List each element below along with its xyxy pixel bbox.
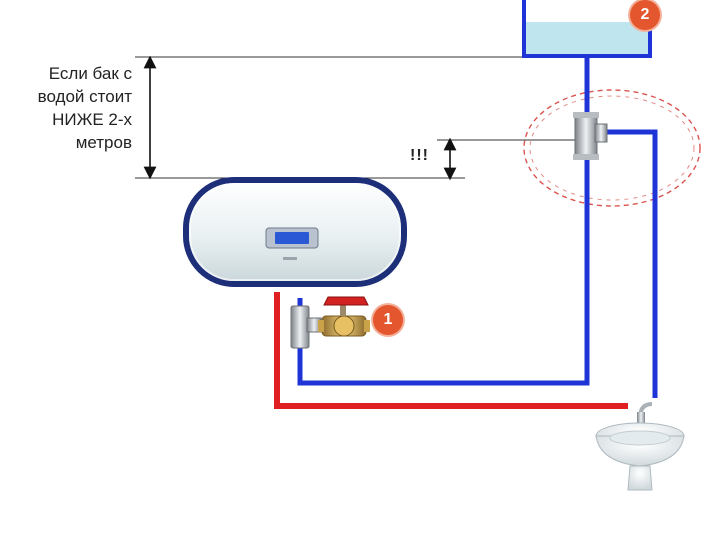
height-annotation: Если бак с водой стоит НИЖЕ 2-х метров	[0, 62, 132, 154]
tank-badge: 2	[630, 0, 660, 30]
valve-badge: 1	[373, 305, 403, 335]
annotation-line: метров	[75, 133, 132, 152]
ball-valve-icon	[318, 296, 370, 337]
annotation-line: водой стоит	[37, 87, 132, 106]
junction-highlight-circle-inner	[529, 95, 695, 201]
tee-fitting-icon	[290, 305, 322, 349]
junction-highlight-circle	[523, 89, 701, 207]
hot-water-pipe	[274, 292, 628, 409]
water-heater-icon	[183, 177, 407, 287]
annotation-line: Если бак с	[48, 64, 132, 83]
sink-icon	[595, 402, 685, 491]
annotation-line: НИЖЕ 2-х	[52, 110, 132, 129]
alert-mark: !!!	[410, 147, 429, 164]
tee-fitting-icon	[573, 112, 608, 160]
